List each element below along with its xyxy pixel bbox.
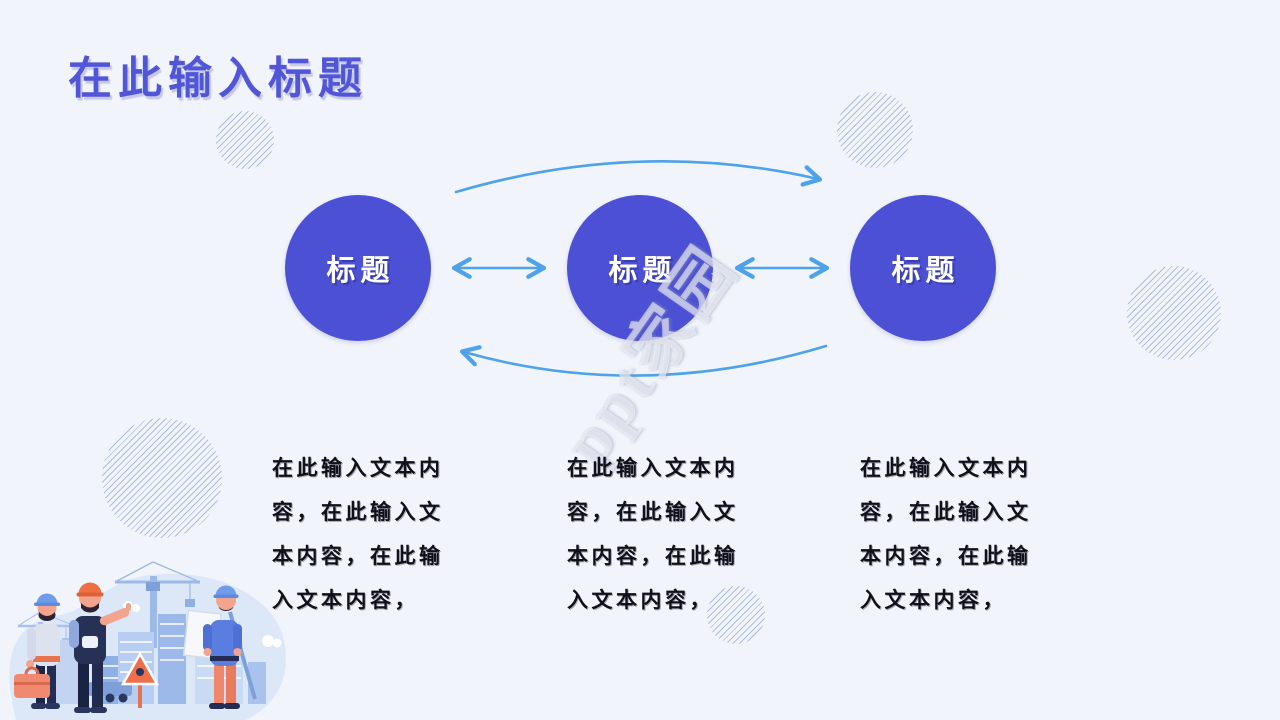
node-label: 标题 — [608, 255, 677, 287]
hatch-circle-decoration — [102, 418, 222, 538]
construction-workers-illustration — [9, 561, 286, 720]
worker-with-blueprint — [182, 585, 242, 709]
warning-sign-icon — [120, 651, 160, 708]
body-text-2: 在此输入文本内容，在此输入文本内容，在此输入文本内容， — [567, 456, 739, 612]
diagram-node-3: 标题 — [850, 195, 996, 341]
worker-with-toolbox — [14, 593, 60, 709]
body-text-3: 在此输入文本内容，在此输入文本内容，在此输入文本内容， — [860, 456, 1032, 612]
slide-title: 在此输入标题 — [68, 54, 368, 103]
worker-thumbs-up — [69, 582, 131, 713]
hatch-circle-decoration — [1127, 266, 1221, 360]
node-label: 标题 — [891, 255, 960, 287]
hatch-circle-decoration — [216, 111, 274, 169]
curved-arrow-bottom — [459, 344, 828, 377]
hatch-circle-decoration — [837, 92, 913, 168]
diagram-node-2: 标题 — [567, 195, 713, 341]
hatch-circle-decoration — [707, 586, 765, 644]
toolbox-icon — [14, 666, 50, 698]
diagram-node-1: 标题 — [285, 195, 431, 341]
body-text-1: 在此输入文本内容，在此输入文本内容，在此输入文本内容， — [272, 456, 444, 612]
node-label: 标题 — [326, 255, 395, 287]
curved-arrow-top — [454, 160, 823, 194]
crane-icon — [114, 561, 201, 648]
